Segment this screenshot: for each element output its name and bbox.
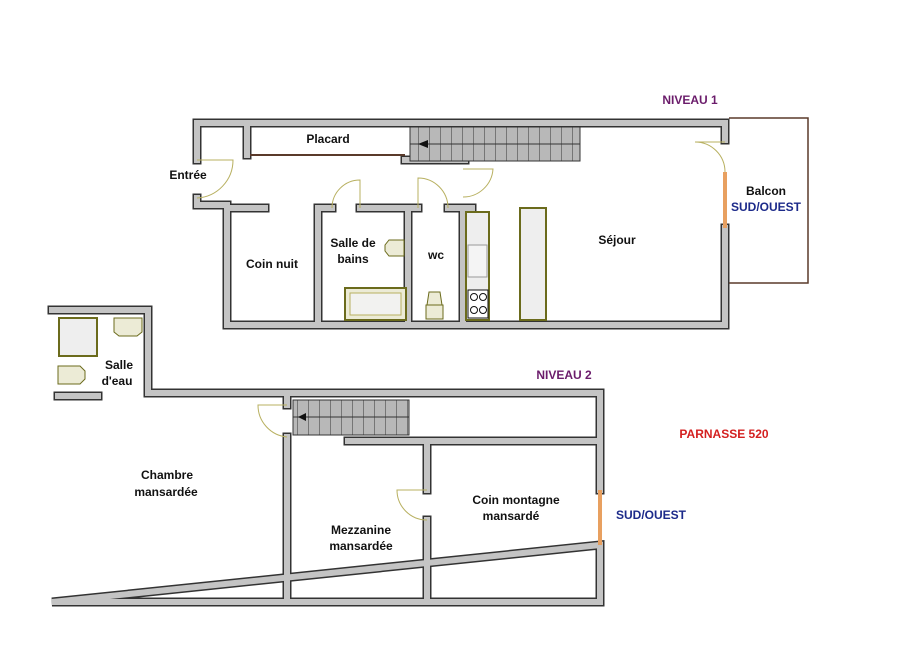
staircase-level1 — [409, 126, 581, 162]
furniture-unit — [519, 207, 547, 321]
orientation-level1: SUD/OUEST — [730, 200, 802, 214]
room-chambre: Chambre — [140, 468, 194, 482]
staircase-level2 — [292, 399, 410, 436]
room-salle-de-bains-2: bains — [337, 252, 369, 266]
room-balcon: Balcon — [745, 184, 787, 198]
fixtures — [57, 207, 547, 385]
toilet-icon — [57, 365, 86, 385]
shower-icon — [58, 317, 98, 357]
property-name: PARNASSE 520 — [679, 427, 769, 441]
stove-icon — [467, 289, 489, 319]
room-entree: Entrée — [169, 168, 207, 182]
walls-outline — [47, 118, 730, 607]
room-coin-nuit: Coin nuit — [246, 257, 298, 271]
room-salle-eau: Salle — [104, 358, 134, 372]
room-mezzanine-2: mansardée — [329, 539, 393, 553]
room-salle-de-bains: Salle de — [330, 236, 376, 250]
room-salle-eau-2: d'eau — [101, 374, 133, 388]
room-placard: Placard — [306, 132, 350, 146]
room-coin-montagne-2: mansardé — [482, 509, 540, 523]
kitchen-sink-icon — [467, 244, 488, 278]
door-swings — [196, 141, 726, 521]
room-wc: wc — [427, 248, 445, 262]
sink-icon — [384, 239, 405, 257]
washbasin-icon — [113, 317, 143, 337]
balcony — [729, 117, 809, 284]
room-chambre-2: mansardée — [134, 485, 198, 499]
room-sejour: Séjour — [598, 233, 636, 247]
toilet-icon — [425, 291, 444, 320]
orientation-level2: SUD/OUEST — [615, 508, 687, 522]
room-coin-montagne: Coin montagne — [472, 493, 560, 507]
level2-title: NIVEAU 2 — [536, 368, 592, 382]
level1-title: NIVEAU 1 — [662, 93, 718, 107]
room-mezzanine: Mezzanine — [330, 523, 392, 537]
